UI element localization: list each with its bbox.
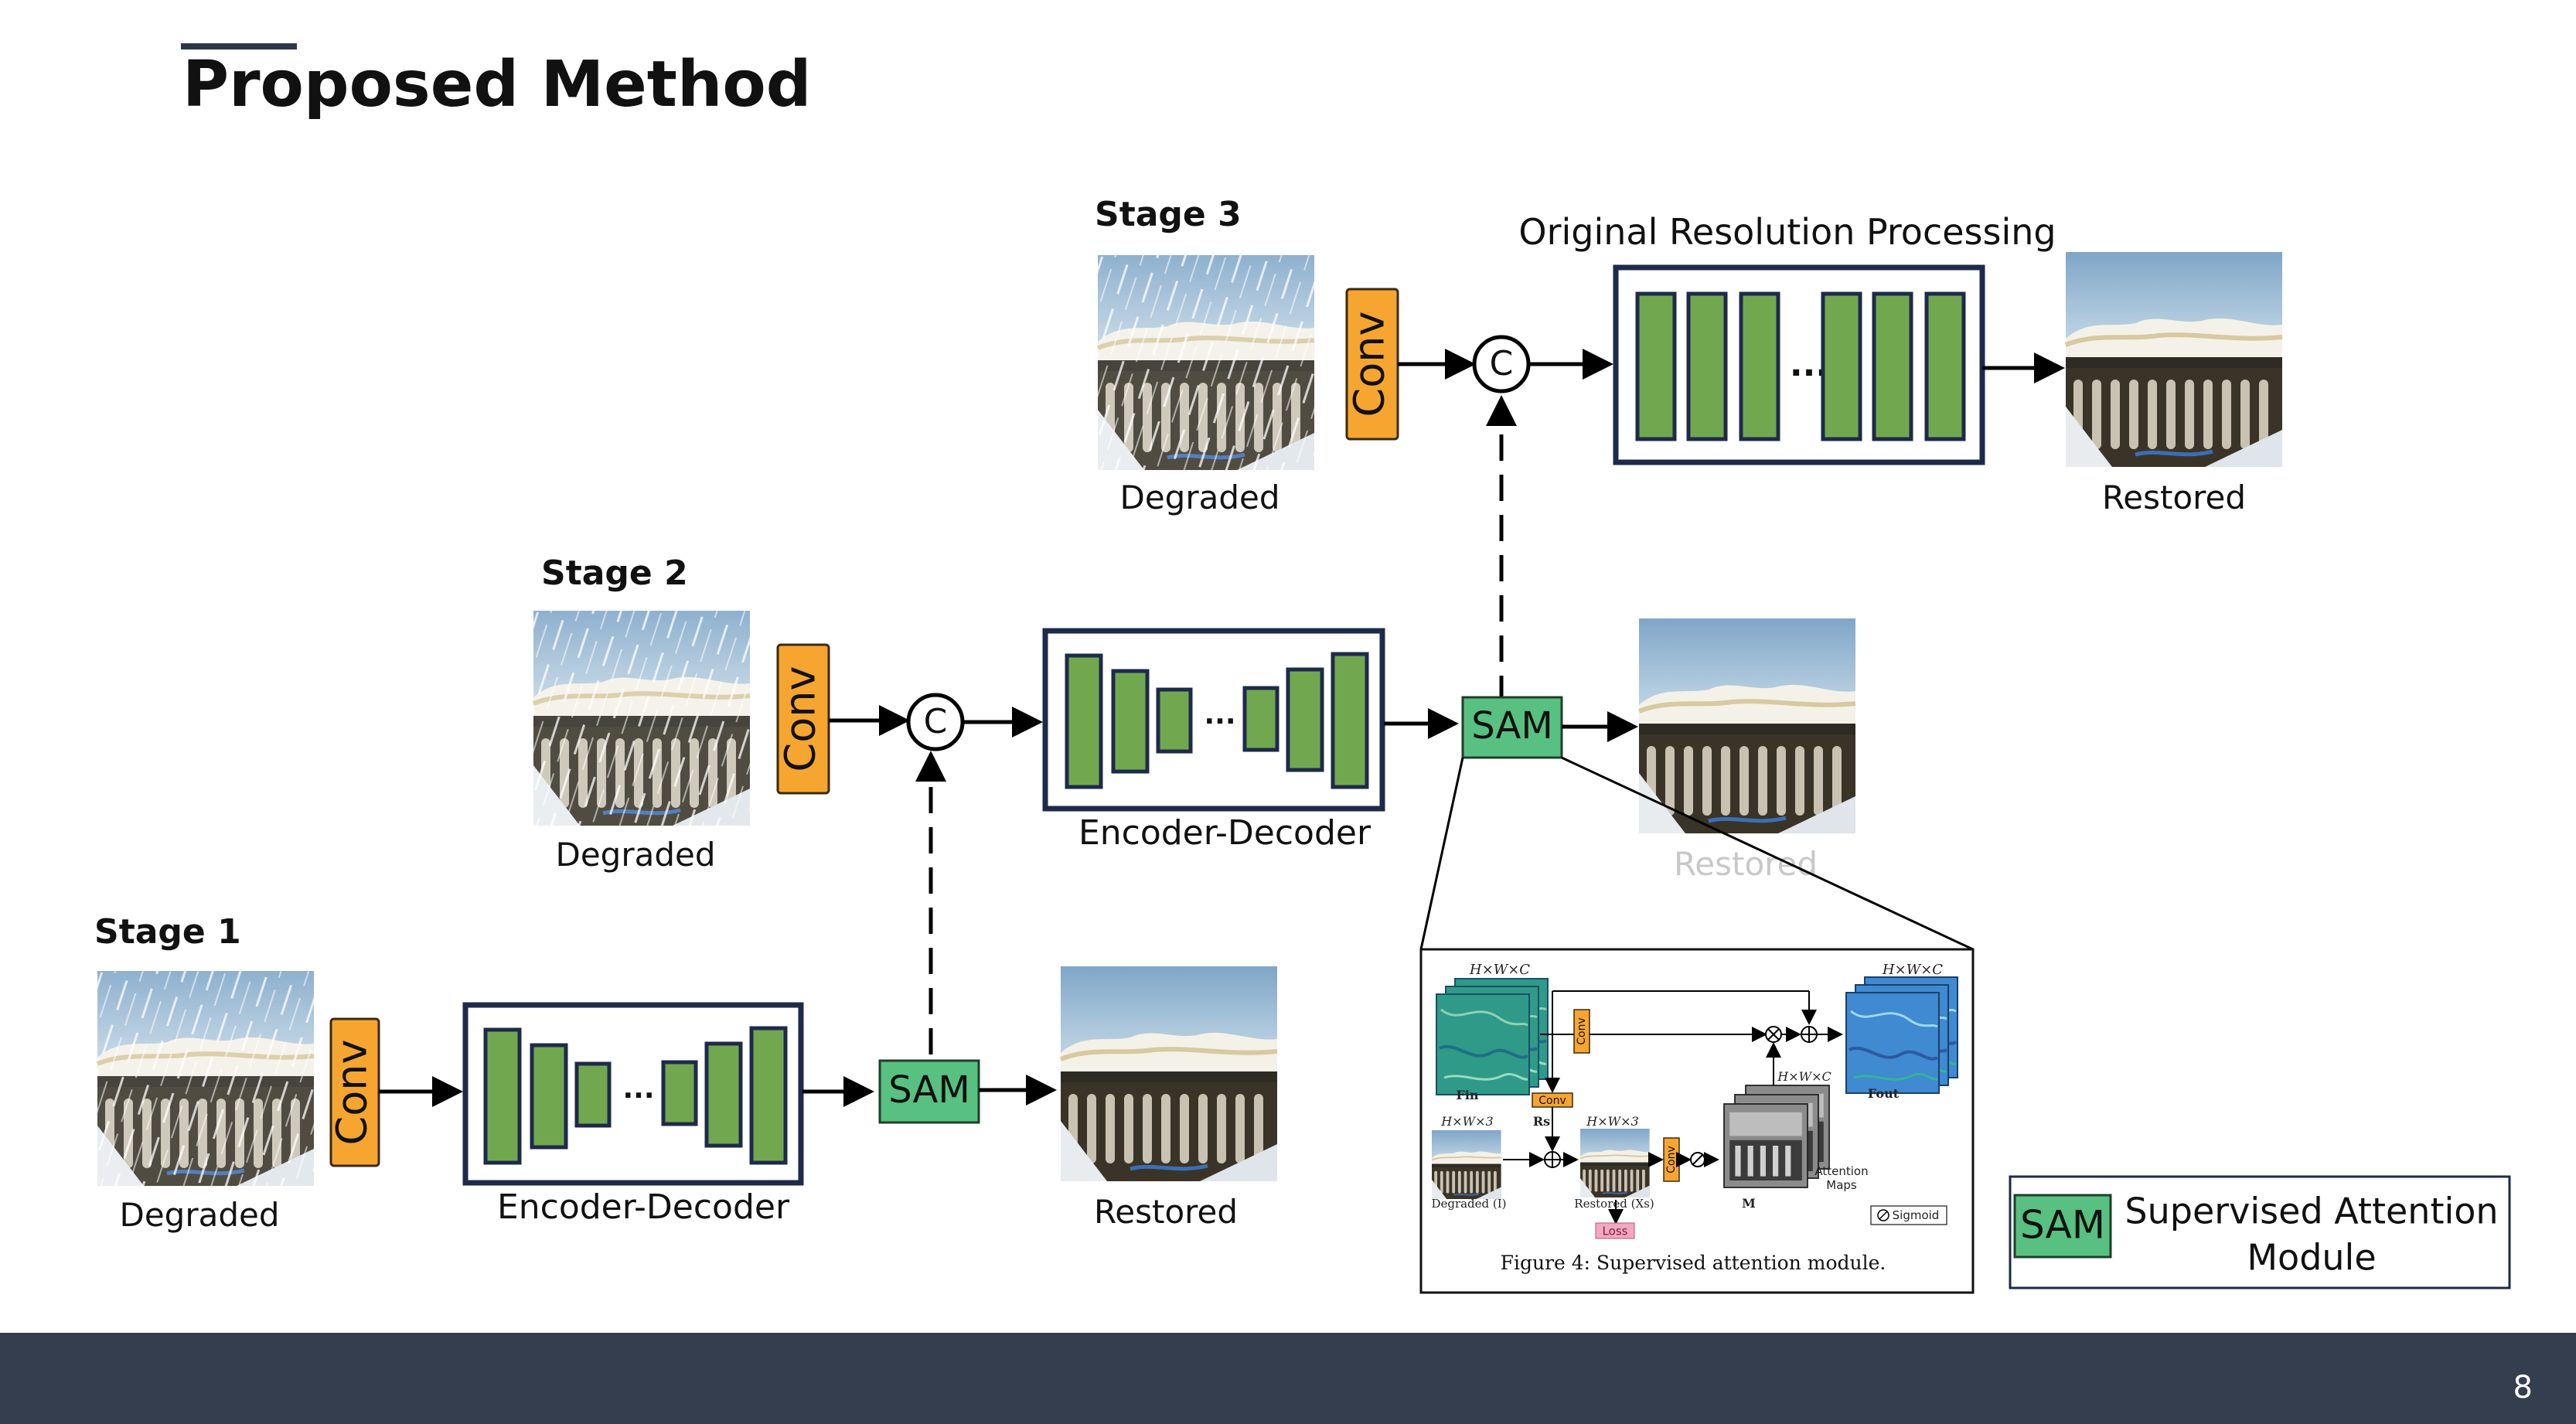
stage-1-ellipsis: ... — [622, 1073, 654, 1105]
stage-1-degraded-image — [97, 971, 314, 1186]
stage-2-sam-label: SAM — [1471, 704, 1553, 748]
slide-title: Proposed Method — [182, 48, 812, 121]
stage-2-restored-image — [1639, 618, 1855, 833]
stage-3-concat-label: C — [1490, 344, 1514, 383]
inset-restored-image — [1579, 1128, 1651, 1198]
sam-legend: SAM Supervised Attention Module — [2009, 1175, 2511, 1289]
inset-degraded-dims: H×W×3 — [1440, 1114, 1493, 1129]
stage-2-degraded-label: Degraded — [555, 836, 715, 874]
inset-fin-label: Fin — [1456, 1088, 1478, 1102]
stage-2-conv-label: Conv — [776, 666, 825, 772]
inset-restored-label: Restored (Xs) — [1574, 1197, 1654, 1211]
stage-3: Stage 3 Degraded Conv C Original Resolut… — [1095, 195, 2282, 516]
stage-3-restored-image — [2066, 252, 2282, 467]
original-resolution-block: ... — [1613, 264, 1985, 465]
legend-line-2: Module — [2247, 1237, 2376, 1279]
page-number: 8 — [2513, 1370, 2533, 1405]
stage-3-concat-node: C — [1472, 335, 1531, 393]
original-resolution-label: Original Resolution Processing — [1518, 211, 2056, 253]
inset-attention-label-1: Attention — [1814, 1164, 1868, 1178]
inset-restored-dims: H×W×3 — [1586, 1114, 1638, 1129]
stage-1-sam-block: SAM — [878, 1059, 980, 1124]
inset-attention-label-2: Maps — [1826, 1178, 1857, 1192]
inset-fout-dims: H×W×C — [1882, 962, 1943, 978]
stage-3-label: Stage 3 — [1095, 195, 1242, 234]
inset-m-label: M — [1742, 1196, 1756, 1211]
stage-1-restored-image — [1061, 966, 1277, 1181]
inset-conv-top-label: Conv — [1576, 1017, 1588, 1045]
inset-conv-rs-label: Conv — [1538, 1095, 1566, 1107]
legend-sam-abbr: SAM — [2020, 1203, 2105, 1248]
inset-conv-rs: Conv — [1532, 1092, 1573, 1108]
stage-1-restored-label: Restored — [1094, 1193, 1238, 1231]
inset-rs-label: Rs — [1533, 1114, 1550, 1129]
stage-2-encoder-decoder: ... — [1042, 628, 1385, 812]
inset-fout-stack — [1845, 991, 1941, 1095]
stage-2-degraded-image — [533, 611, 750, 826]
inset-add-node-bottom — [1544, 1151, 1561, 1168]
inset-multiply-node — [1765, 1026, 1782, 1043]
stage-3-conv-block: Conv — [1345, 288, 1399, 441]
stage-1-degraded-label: Degraded — [119, 1196, 279, 1234]
inset-add-node-top — [1801, 1026, 1818, 1043]
stage-1-conv-label: Conv — [328, 1040, 377, 1146]
stage-1-label: Stage 1 — [94, 912, 241, 952]
inset-conv-mask: Conv — [1663, 1137, 1680, 1182]
inset-maps-dims: H×W×C — [1777, 1069, 1831, 1084]
inset-loss-label: Loss — [1603, 1225, 1628, 1238]
footer-bar — [0, 1333, 2576, 1424]
stage-3-degraded-image — [1098, 255, 1314, 470]
inset-conv-mask-label: Conv — [1665, 1146, 1678, 1174]
inset-sigmoid-node — [1690, 1152, 1705, 1167]
stage-3-restored-label: Restored — [2102, 479, 2246, 516]
stage-3-degraded-label: Degraded — [1119, 479, 1279, 516]
inset-sigmoid-label: Sigmoid — [1893, 1208, 1940, 1222]
inset-fin-dims: H×W×C — [1469, 962, 1530, 978]
stage-2: Stage 2 Degraded Conv C ... — [533, 554, 1855, 883]
legend-line-1: Supervised Attention — [2125, 1191, 2498, 1232]
stage-2-sam-block: SAM — [1461, 696, 1563, 759]
stage-1-encoder-decoder: ... — [462, 1002, 804, 1186]
stage-1-sam-label: SAM — [888, 1068, 970, 1112]
inset-fout-label: Fout — [1868, 1086, 1900, 1101]
inset-caption: Figure 4: Supervised attention module. — [1501, 1252, 1886, 1274]
stage-2-concat-label: C — [924, 702, 948, 741]
stage-2-encoder-decoder-label: Encoder-Decoder — [1078, 813, 1371, 853]
stage-2-label: Stage 2 — [541, 554, 688, 593]
inset-loss-badge: Loss — [1595, 1222, 1635, 1239]
inset-attention-maps — [1723, 1103, 1808, 1188]
stage-3-conv-label: Conv — [1345, 312, 1394, 417]
inset-conv-top: Conv — [1573, 1009, 1590, 1054]
inset-degraded-image — [1431, 1129, 1502, 1200]
title-accent-bar — [181, 43, 297, 49]
stage-1-encoder-decoder-label: Encoder-Decoder — [497, 1187, 790, 1227]
inset-fin-stack — [1435, 993, 1531, 1096]
stage-1-conv-block: Conv — [328, 1017, 380, 1167]
sam-inset-figure: H×W×C Fin Conv — [1419, 948, 1975, 1294]
architecture-diagram: Stage 3 Degraded Conv C Original Resolut… — [94, 195, 2511, 1294]
stage-2-conv-block: Conv — [776, 643, 830, 795]
stage-1: Stage 1 Degraded Conv ... Encoder-Decode… — [94, 912, 1277, 1234]
stage-2-concat-node: C — [906, 693, 965, 751]
inset-sigmoid-legend: Sigmoid — [1870, 1205, 1947, 1225]
stage-2-ellipsis: ... — [1204, 699, 1235, 731]
stage-2-restored-label: Restored — [1674, 845, 1818, 883]
inset-degraded-label: Degraded (I) — [1431, 1197, 1506, 1211]
